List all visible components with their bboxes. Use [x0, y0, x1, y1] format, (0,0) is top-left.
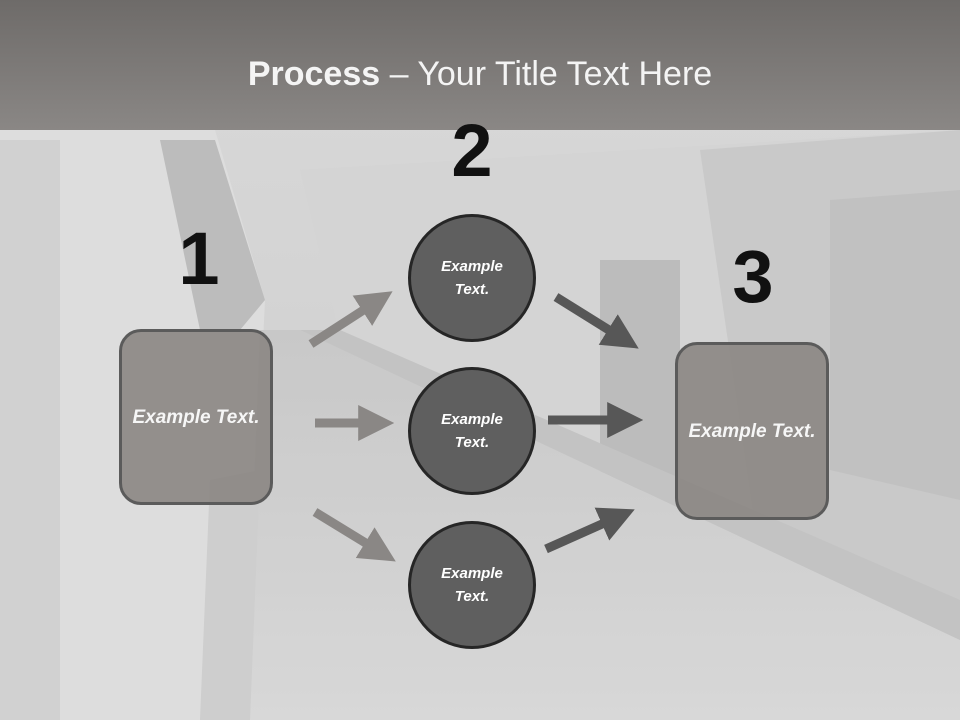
step-3-text: Example Text. — [688, 420, 816, 442]
title-bold: Process — [247, 55, 381, 93]
arrow-circle1-to-box3 — [553, 293, 639, 349]
circle-middle-text: Example Text. — [441, 411, 503, 451]
step-1-text: Example Text. — [132, 406, 260, 428]
step-2-circle-middle: Example Text. — [408, 367, 536, 495]
circle-bottom-text: Example Text. — [441, 565, 503, 605]
step-number-3: 3 — [732, 235, 774, 318]
circle-top-text: Example Text. — [441, 258, 503, 298]
step-2-circle-bottom: Example Text. — [408, 521, 536, 649]
title-band — [0, 0, 960, 130]
slide-title: Process – Your Title Text Here — [0, 52, 960, 96]
step-1-box: Example Text. — [119, 329, 273, 505]
step-number-1: 1 — [178, 217, 220, 300]
step-3-box: Example Text. — [675, 342, 829, 520]
title-rest: – Your Title Text Here — [380, 55, 713, 93]
arrow-box1-to-circle1 — [308, 291, 393, 348]
arrow-box1-to-circle3 — [312, 508, 396, 562]
step-2-circle-top: Example Text. — [408, 214, 536, 342]
arrow-circle3-to-box3 — [544, 507, 635, 554]
step-number-2: 2 — [451, 109, 493, 192]
